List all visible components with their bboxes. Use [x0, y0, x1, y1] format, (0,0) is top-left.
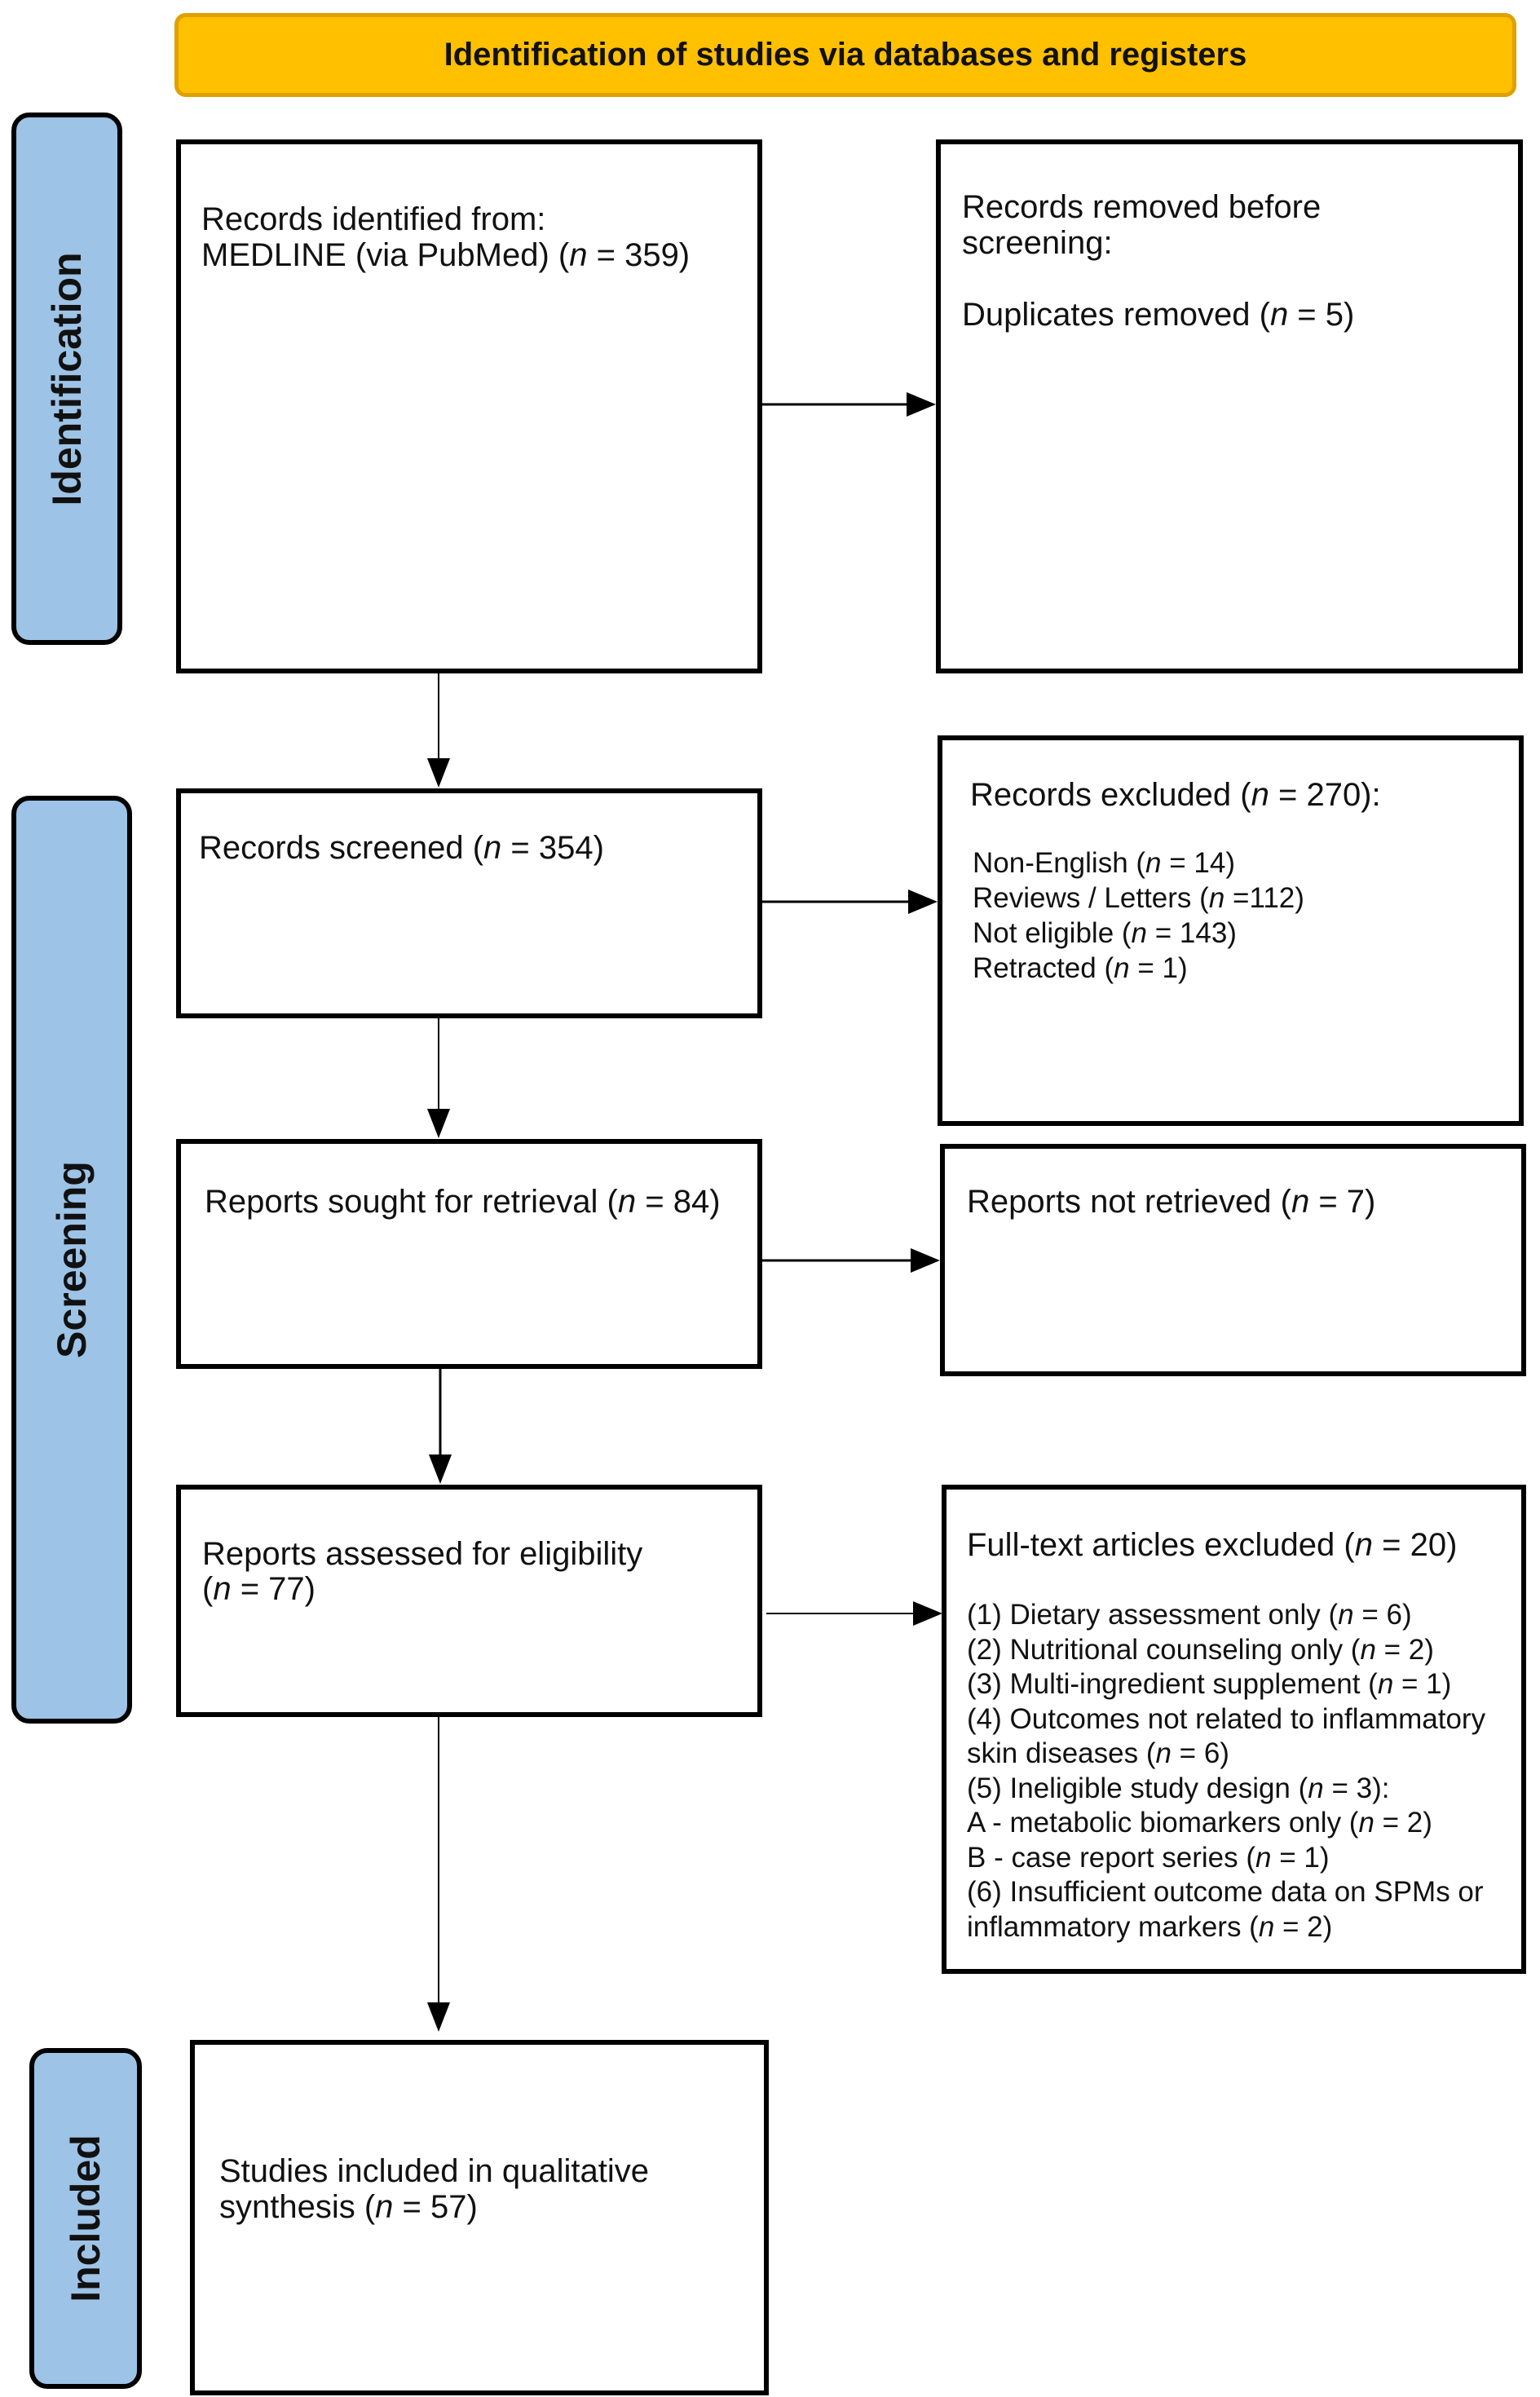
records-removed-line3: Duplicates removed (n = 5)	[962, 297, 1355, 333]
records-screened-box	[176, 788, 762, 1018]
phase-included: Included	[29, 2048, 142, 2389]
fulltext-excluded-box	[942, 1485, 1526, 1974]
fulltext-excluded-line: (2) Nutritional counseling only (n = 2)	[967, 1633, 1434, 1666]
fulltext-excluded-line: (5) Ineligible study design (n = 3):	[967, 1772, 1390, 1804]
arrowhead-right	[907, 392, 936, 417]
records-excluded-box	[938, 735, 1524, 1126]
records-removed-line2: screening:	[962, 225, 1113, 261]
phase-identification: Identification	[11, 113, 122, 645]
arrowhead-right	[913, 1601, 942, 1626]
records-removed-box	[936, 139, 1523, 673]
fulltext-excluded-list: (1) Dietary assessment only (n = 6) (2) …	[967, 1598, 1485, 1945]
fulltext-excluded-line: skin diseases (n = 6)	[967, 1737, 1229, 1769]
records-identified-line1: Records identified from:	[201, 201, 546, 237]
fulltext-excluded-line: (6) Insufficient outcome data on SPMs or	[967, 1876, 1484, 1908]
reports-assessed-box	[176, 1485, 762, 1717]
arrowhead-down	[427, 758, 450, 788]
arrowhead-down	[427, 2002, 450, 2032]
fulltext-excluded-title: Full-text articles excluded (n = 20)	[967, 1527, 1458, 1563]
studies-included-box	[190, 2040, 769, 2395]
arrowhead-right	[911, 1248, 940, 1273]
reports-sought-text: Reports sought for retrieval (n = 84)	[205, 1184, 721, 1220]
fulltext-excluded-line: A - metabolic biomarkers only (n = 2)	[967, 1807, 1432, 1839]
records-screened-text: Records screened (n = 354)	[199, 830, 604, 866]
fulltext-excluded-line: inflammatory markers (n = 2)	[967, 1910, 1333, 1943]
fulltext-excluded-line: B - case report series (n = 1)	[967, 1841, 1330, 1874]
arrowhead-right	[908, 889, 938, 914]
reports-not-retrieved-text: Reports not retrieved (n = 7)	[967, 1184, 1376, 1220]
reports-assessed-line2: (n = 77)	[202, 1571, 316, 1607]
records-identified-box	[176, 139, 762, 673]
reports-assessed-line1: Reports assessed for eligibility	[202, 1536, 643, 1572]
records-excluded-item: Retracted (n = 1)	[973, 952, 1188, 984]
records-excluded-item: Non-English (n = 14)	[973, 847, 1235, 879]
reports-not-retrieved-box	[940, 1144, 1526, 1376]
studies-included-line2: synthesis (n = 57)	[219, 2189, 478, 2225]
fulltext-excluded-line: (3) Multi-ingredient supplement (n = 1)	[967, 1668, 1452, 1700]
records-identified-line2: MEDLINE (via PubMed) (n = 359)	[201, 237, 691, 273]
arrowhead-down	[429, 1455, 452, 1484]
phase-screening: Screening	[11, 796, 132, 1724]
header-title: Identification of studies via databases …	[443, 37, 1247, 73]
reports-sought-box	[176, 1139, 762, 1369]
records-excluded-item: Not eligible (n = 143)	[973, 917, 1237, 949]
arrowhead-down	[427, 1109, 450, 1138]
studies-included-line1: Studies included in qualitative	[219, 2153, 650, 2189]
fulltext-excluded-line: (1) Dietary assessment only (n = 6)	[967, 1599, 1412, 1631]
records-excluded-item: Reviews / Letters (n =112)	[973, 882, 1304, 914]
header-banner: Identification of studies via databases …	[174, 13, 1516, 97]
records-removed-line1: Records removed before	[962, 189, 1322, 225]
fulltext-excluded-line: (4) Outcomes not related to inflammatory	[967, 1702, 1486, 1735]
records-excluded-title: Records excluded (n = 270):	[970, 777, 1381, 813]
